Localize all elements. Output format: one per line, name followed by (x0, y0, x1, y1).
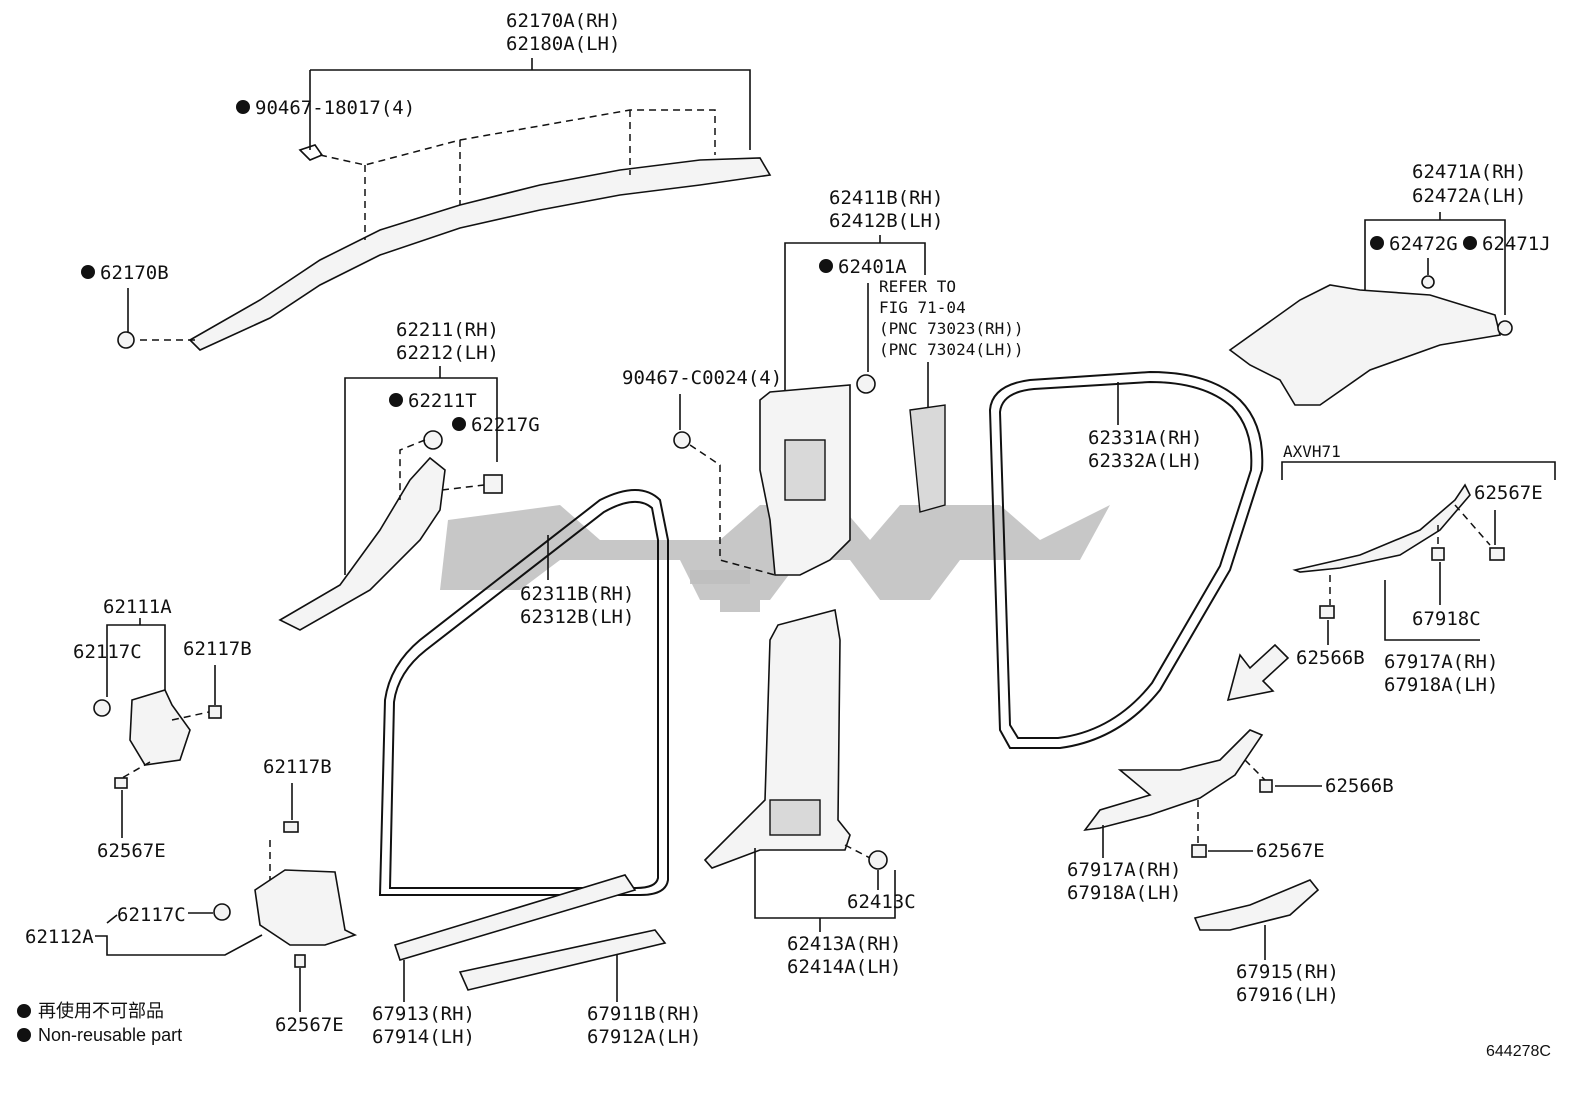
clip-62117B-a (208, 705, 222, 719)
view-direction-arrow (1226, 643, 1290, 702)
label-67911B-rh: 67911B(RH) (587, 1003, 701, 1025)
legend-dot (17, 1028, 31, 1042)
clip-62117C-b (213, 903, 231, 921)
clip-90467-C0024 (673, 431, 691, 449)
label-refer-pnc-lh: (PNC 73024(LH)) (879, 340, 1024, 359)
label-90467-C0024: 90467-C0024(4) (622, 367, 782, 389)
clip-62217G (483, 474, 503, 494)
label-62111A: 62111A (103, 596, 172, 618)
label-62471A-rh: 62471A(RH) (1412, 161, 1526, 183)
legend-jp: 再使用不可部品 (38, 1001, 164, 1021)
label-67915-rh: 67915(RH) (1236, 961, 1339, 983)
diagram-code: 644278C (1486, 1043, 1551, 1060)
label-67917A-rh-a: 67917A(RH) (1384, 651, 1498, 673)
label-62413C: 62413C (847, 891, 916, 913)
label-62566B-a: 62566B (1296, 647, 1365, 669)
part-62471A-inner-garnish (1228, 284, 1501, 406)
non-reusable-dot (236, 100, 250, 114)
label-62414A-lh: 62414A(LH) (787, 956, 901, 978)
label-67918A-lh-a: 67918A(LH) (1384, 674, 1498, 696)
label-67918A-lh-b: 67918A(LH) (1067, 882, 1181, 904)
non-reusable-dot (1370, 236, 1384, 250)
non-reusable-dot (452, 417, 466, 431)
legend-en: Non-reusable part (38, 1025, 182, 1045)
non-reusable-dot (1463, 236, 1477, 250)
label-62567E-a: 62567E (97, 840, 166, 862)
label-62472A-lh: 62472A(LH) (1412, 185, 1526, 207)
label-62117B-a: 62117B (183, 638, 252, 660)
label-62401A: 62401A (838, 256, 907, 278)
label-62332A-lh: 62332A(LH) (1088, 450, 1202, 472)
clip-62567E-c (1489, 547, 1505, 561)
label-62112A: 62112A (25, 926, 94, 948)
label-90467-18017: 90467-18017(4) (255, 97, 415, 119)
label-62471J: 62471J (1482, 233, 1551, 255)
part-67913-scuff-plate (393, 874, 637, 961)
part-67915-rear-scuff-plate (1193, 879, 1320, 931)
label-62567E-d: 62567E (1256, 840, 1325, 862)
label-62411B-rh: 62411B(RH) (829, 187, 943, 209)
label-62566B-b: 62566B (1325, 775, 1394, 797)
clip-62471J (1497, 320, 1513, 336)
label-62412B-lh: 62412B(LH) (829, 210, 943, 232)
label-axvh71: AXVH71 (1283, 442, 1341, 461)
clip-62566B-b (1259, 779, 1273, 793)
part-67911B-scuff-plate (458, 929, 667, 991)
label-67918C: 67918C (1412, 608, 1481, 630)
label-62170A-rh: 62170A(RH) (506, 10, 620, 32)
clip-67918C (1431, 547, 1445, 561)
clip-62117B-b (283, 821, 299, 833)
label-62567E-b: 62567E (275, 1014, 344, 1036)
part-62311B-door-seal (378, 489, 669, 896)
label-62180A-lh: 62180A(LH) (506, 33, 620, 55)
label-62311B-rh: 62311B(RH) (520, 583, 634, 605)
label-67916-lh: 67916(LH) (1236, 984, 1339, 1006)
clip-62170B (117, 331, 135, 349)
clip-62567E-a (114, 777, 128, 789)
part-62331A-door-seal (988, 370, 1264, 749)
non-reusable-dot (819, 259, 833, 273)
part-62112A-lower-trim (254, 869, 358, 946)
non-reusable-dot (389, 393, 403, 407)
part-67917A-rear-trim (1083, 729, 1264, 832)
clip-62211T (423, 430, 443, 450)
label-62212-lh: 62212(LH) (396, 342, 499, 364)
clip-62567E-b (294, 954, 306, 968)
label-62117C-b: 62117C (117, 904, 186, 926)
label-67912A-lh: 67912A(LH) (587, 1026, 701, 1048)
label-62211-rh: 62211(RH) (396, 319, 499, 341)
clip-62566B-a (1319, 605, 1335, 619)
label-62312B-lh: 62312B(LH) (520, 606, 634, 628)
clip-62413C (868, 850, 888, 870)
part-seatbelt-reference (909, 404, 946, 513)
clip-62117C-a (93, 699, 111, 717)
part-62211-a-pillar (278, 456, 446, 631)
label-62170B: 62170B (100, 262, 169, 284)
label-refer-fig: FIG 71-04 (879, 298, 966, 317)
non-reusable-dot (81, 265, 95, 279)
label-67917A-rh-b: 67917A(RH) (1067, 859, 1181, 881)
part-67917A-axvh71 (1292, 483, 1471, 573)
label-62117B-b: 62117B (263, 756, 332, 778)
clip-62472G (1421, 275, 1435, 289)
legend-dot (17, 1004, 31, 1018)
label-62217G: 62217G (471, 414, 540, 436)
label-62117C-a: 62117C (73, 641, 142, 663)
label-refer-to: REFER TO (879, 277, 956, 296)
clip-62567E-d (1191, 844, 1207, 858)
label-62413A-rh: 62413A(RH) (787, 933, 901, 955)
label-62331A-rh: 62331A(RH) (1088, 427, 1202, 449)
label-62567E-c: 62567E (1474, 482, 1543, 504)
label-refer-pnc-rh: (PNC 73023(RH)) (879, 319, 1024, 338)
part-62170A-roof-rail (140, 58, 772, 351)
clip-62401A (856, 374, 876, 394)
label-67914-lh: 67914(LH) (372, 1026, 475, 1048)
label-62211T: 62211T (408, 390, 477, 412)
label-67913-rh: 67913(RH) (372, 1003, 475, 1025)
label-62472G: 62472G (1389, 233, 1458, 255)
part-62111A-cowl-trim (129, 689, 191, 766)
